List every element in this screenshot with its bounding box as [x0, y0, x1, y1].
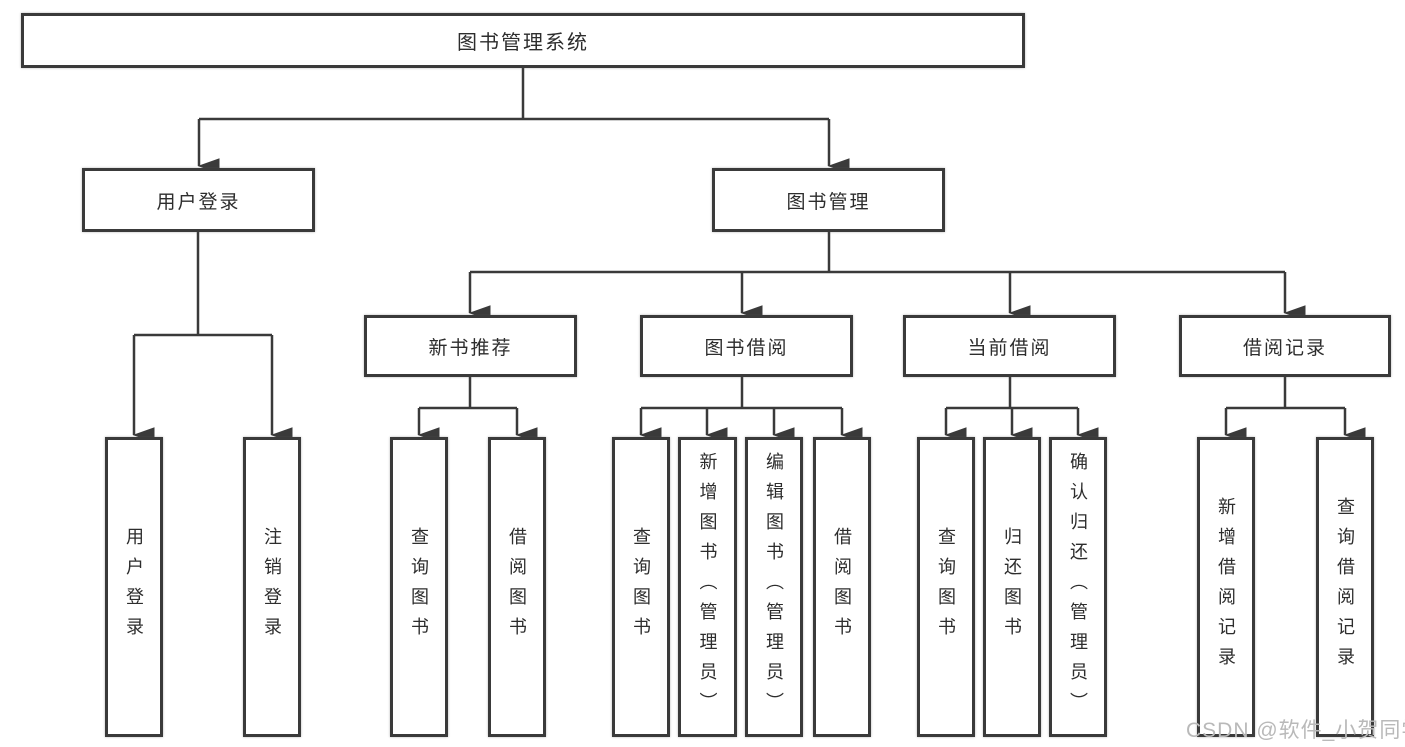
leaf-edit-books-admin: 编辑图书（管理员）	[745, 437, 803, 737]
node-current-borrowing: 当前借阅	[903, 315, 1116, 377]
node-user-login: 用户登录	[82, 168, 315, 232]
leaf-add-books-admin: 新增图书（管理员）	[678, 437, 737, 737]
leaf-confirm-return-admin: 确认归还（管理员）	[1049, 437, 1107, 737]
node-library-management-system: 图书管理系统	[21, 13, 1025, 68]
csdn-watermark: CSDN @软件_小贺同学	[1186, 719, 1405, 742]
leaf-logout: 注销登录	[243, 437, 301, 737]
leaf-borrow-books: 借阅图书	[813, 437, 871, 737]
leaf-user-login: 用户登录	[105, 437, 163, 737]
node-new-book-recommend: 新书推荐	[364, 315, 577, 377]
node-book-management: 图书管理	[712, 168, 945, 232]
leaf-query-borrow-record: 查询借阅记录	[1316, 437, 1374, 737]
node-borrow-records: 借阅记录	[1179, 315, 1391, 377]
leaf-add-borrow-record: 新增借阅记录	[1197, 437, 1255, 737]
node-book-borrowing: 图书借阅	[640, 315, 853, 377]
leaf-return-books: 归还图书	[983, 437, 1041, 737]
leaf-query-books-borrowing: 查询图书	[612, 437, 670, 737]
leaf-borrow-books-recommend: 借阅图书	[488, 437, 546, 737]
leaf-query-books-current: 查询图书	[917, 437, 975, 737]
leaf-query-books-recommend: 查询图书	[390, 437, 448, 737]
